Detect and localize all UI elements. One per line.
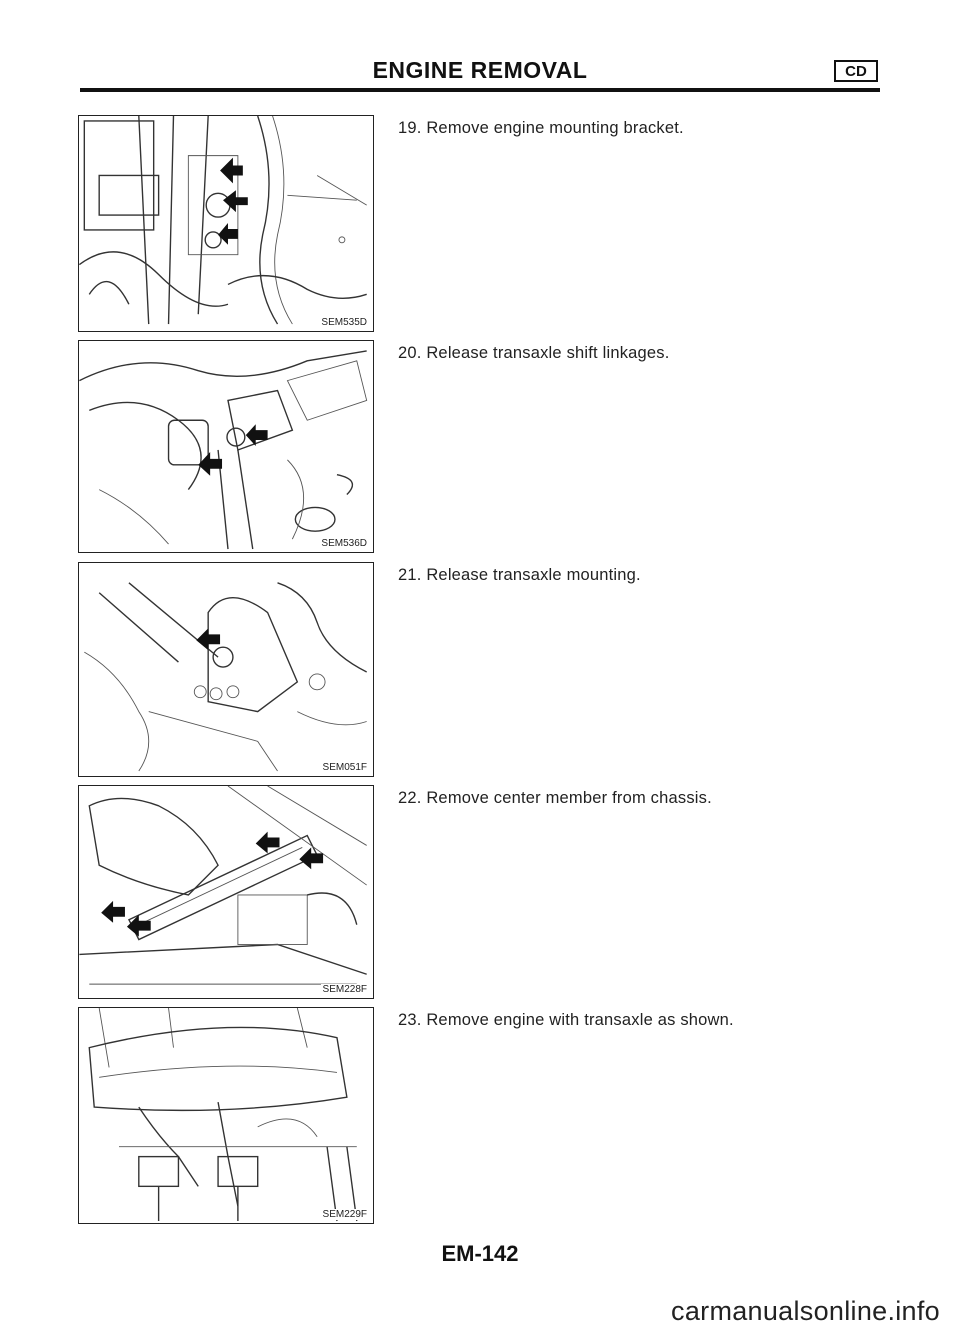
transaxle-mounting-illustration xyxy=(84,582,367,772)
figure-engine-mounting-bracket: SEM535D xyxy=(78,115,374,332)
engine-with-transaxle-removal-illustration xyxy=(88,1008,358,1222)
header-rule xyxy=(80,88,880,92)
step-23: 23. Remove engine with transaxle as show… xyxy=(398,1011,734,1029)
page-number: EM-142 xyxy=(441,1241,519,1266)
figure-center-member: SEM228F xyxy=(78,785,374,999)
figure-transaxle-mounting: SEM051F xyxy=(78,562,374,777)
step-21: 21. Release transaxle mounting. xyxy=(398,566,641,584)
watermark: carmanualsonline.info xyxy=(671,1296,940,1326)
center-member-illustration xyxy=(79,786,367,985)
model-badge: CD xyxy=(834,60,878,82)
figure-engine-with-transaxle: SEM229F xyxy=(78,1007,374,1224)
step-22: 22. Remove center member from chassis. xyxy=(398,789,712,807)
page-title: ENGINE REMOVAL xyxy=(372,57,588,83)
figure-code: SEM051F xyxy=(320,762,369,773)
step-20: 20. Release transaxle shift linkages. xyxy=(398,344,670,362)
transaxle-shift-linkage-illustration xyxy=(79,350,368,550)
figure-code: SEM535D xyxy=(319,317,369,328)
engine-mounting-bracket-illustration xyxy=(79,116,367,325)
step-19: 19. Remove engine mounting bracket. xyxy=(398,119,684,137)
figure-code: SEM229F xyxy=(320,1209,369,1220)
figure-transaxle-shift-linkages: SEM536D xyxy=(78,340,374,553)
figure-code: SEM228F xyxy=(320,984,369,995)
figure-code: SEM536D xyxy=(319,538,369,549)
